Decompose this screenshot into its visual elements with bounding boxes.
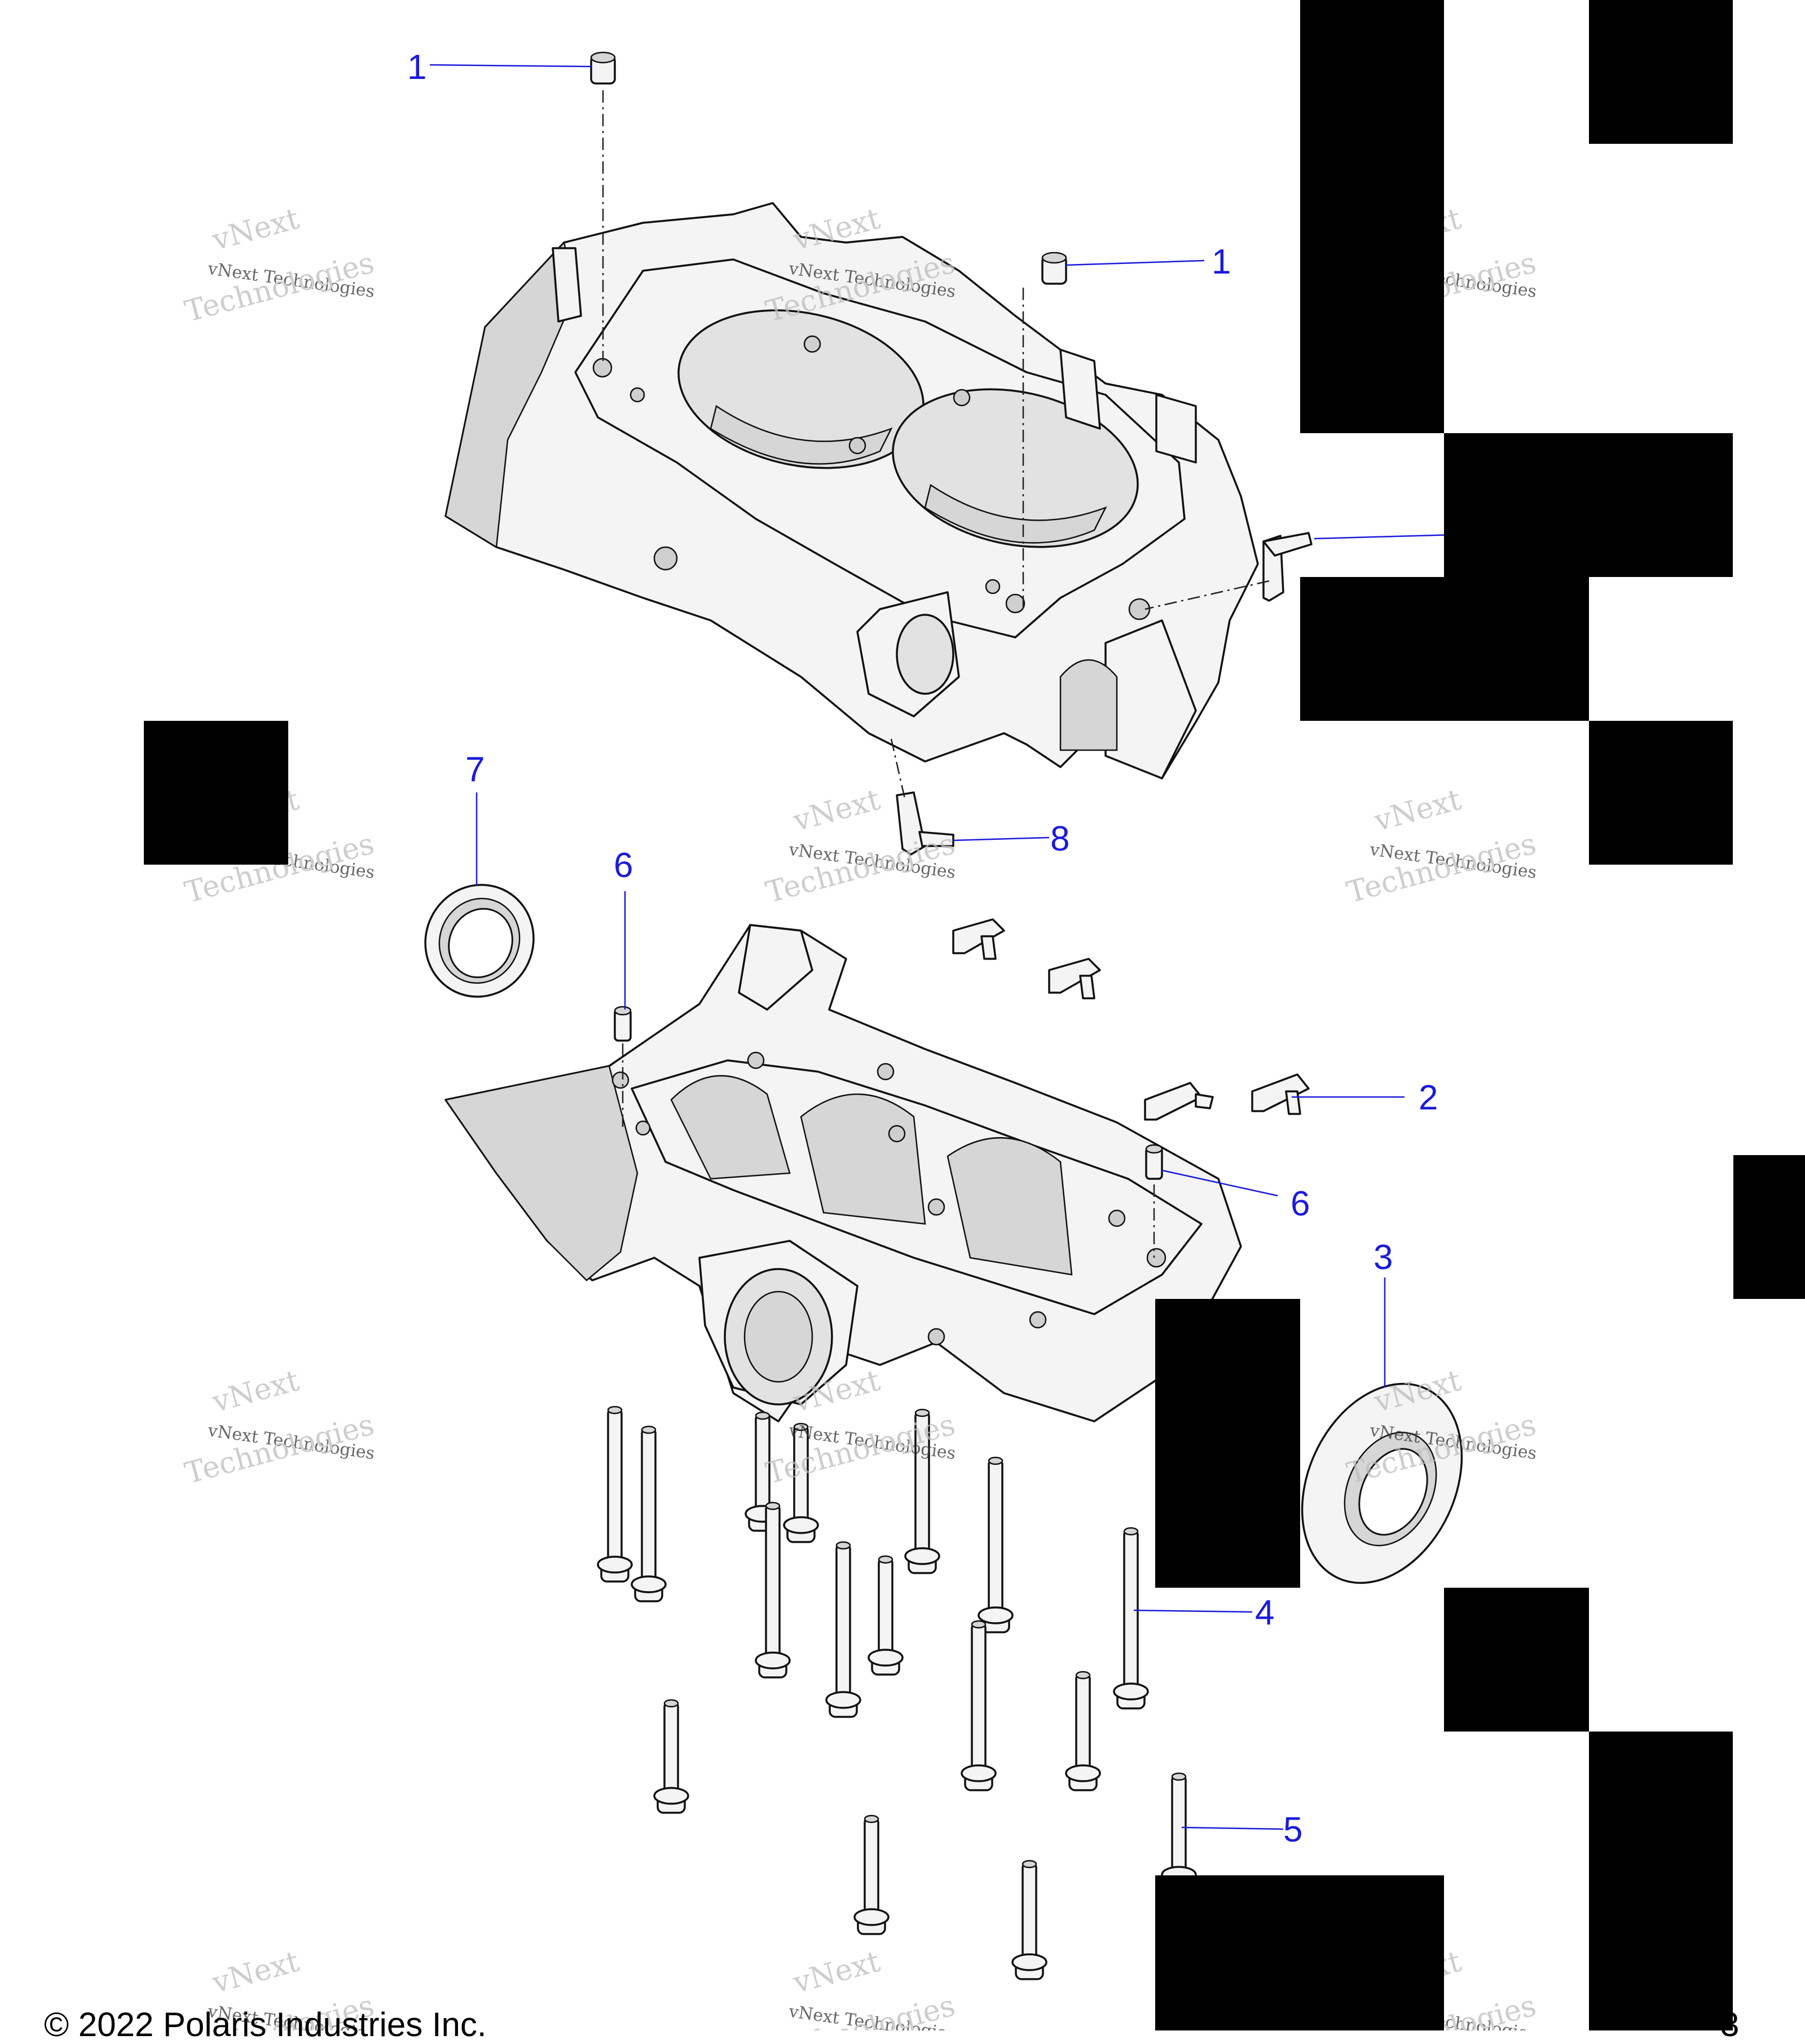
fitting-upper-right xyxy=(1262,532,1313,602)
redaction-block xyxy=(1444,433,1733,577)
watermark-line1: vNext xyxy=(789,1945,883,2001)
callout-1b: 1 xyxy=(1212,243,1231,281)
callout-3: 3 xyxy=(1373,1238,1393,1277)
flange-bolt xyxy=(853,1814,890,1935)
assembly-centerlines xyxy=(602,90,1270,1258)
flange-bolt xyxy=(1113,1527,1149,1710)
flange-bolt xyxy=(978,1456,1014,1633)
lower-crankcase xyxy=(444,924,1242,1422)
oil-seal xyxy=(424,884,535,998)
leader-lines xyxy=(429,64,1456,1830)
fitting-center xyxy=(896,791,954,856)
flange-bolt xyxy=(597,1406,633,1583)
flange-bolt xyxy=(825,1541,861,1718)
upper-crankcase xyxy=(444,202,1259,779)
callout-4: 4 xyxy=(1255,1593,1274,1632)
dowel-pin-top-right xyxy=(1041,252,1067,285)
page-number: 3 xyxy=(1720,2006,1740,2043)
callout-1a: 1 xyxy=(407,48,426,87)
flange-bolt xyxy=(1011,1860,1047,1980)
callout-labels: 1 1 7 6 8 2 6 3 4 5 xyxy=(407,48,1438,1849)
flange-bolt xyxy=(904,1408,940,1574)
flange-bolt xyxy=(653,1699,689,1814)
redaction-block xyxy=(1300,577,1589,721)
redaction-block xyxy=(1733,1155,1805,1299)
callout-2: 2 xyxy=(1419,1078,1438,1117)
flange-bolt xyxy=(961,1620,997,1791)
redaction-block xyxy=(1155,1299,1300,1588)
dowel-pin-top-left xyxy=(590,51,616,85)
flange-bolt xyxy=(755,1501,791,1679)
redaction-block xyxy=(1589,721,1733,865)
watermark-line1: vNext xyxy=(208,1945,302,2001)
flange-bolt xyxy=(868,1555,904,1676)
callout-6b: 6 xyxy=(1291,1184,1310,1223)
fitting-pair-1 xyxy=(952,918,1101,999)
flange-bolt xyxy=(631,1425,667,1602)
fitting-pair-2 xyxy=(1144,1073,1310,1121)
callout-5: 5 xyxy=(1283,1810,1302,1849)
dowel-pin-lower-right xyxy=(1145,1144,1163,1180)
callout-8: 8 xyxy=(1050,820,1069,858)
watermark-line1: vNext xyxy=(789,783,883,839)
redaction-block xyxy=(1444,1588,1589,1732)
redaction-block xyxy=(1300,0,1444,433)
redaction-block xyxy=(144,721,288,865)
redaction-block xyxy=(1589,1732,1733,2030)
dowel-pin-lower-left xyxy=(614,1006,632,1042)
copyright-notice: © 2022 Polaris Industries Inc. xyxy=(44,2006,487,2043)
watermark-line1: vNext xyxy=(1370,783,1464,839)
flange-bolt xyxy=(783,1422,819,1543)
redaction-block xyxy=(1589,0,1733,144)
redaction-block xyxy=(1155,1875,1444,2030)
flange-bolt xyxy=(1161,1772,1197,1893)
redaction-blocks xyxy=(144,0,1805,2030)
watermark-line1: vNext xyxy=(208,1364,302,1420)
flange-bolt xyxy=(1065,1671,1101,1791)
bolt-set xyxy=(597,1406,1197,1980)
seal-plate xyxy=(1301,1382,1463,1584)
callout-7: 7 xyxy=(465,750,485,789)
watermark-line1: vNext xyxy=(208,202,302,258)
callout-6a: 6 xyxy=(614,846,633,885)
